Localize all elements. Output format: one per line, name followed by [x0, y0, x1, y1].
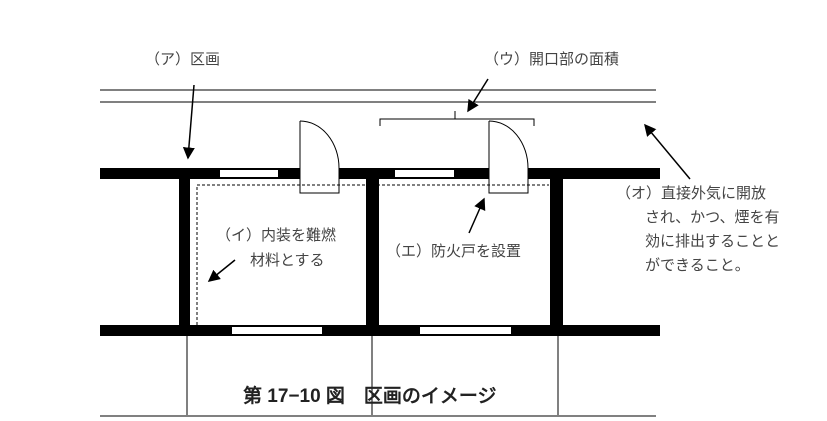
label-fire-door: （エ）防火戸を設置 [386, 242, 521, 260]
door-2-fire-door [488, 120, 529, 194]
wall-bottom [100, 325, 660, 336]
wall-right [550, 168, 563, 336]
label-opening-area: （ウ）開口部の面積 [484, 50, 619, 68]
label-open-air-line-2: され、かつ、煙を有 [645, 208, 780, 226]
arrow-e-icon [468, 197, 486, 234]
interior-finish-dashed-line [196, 184, 549, 325]
arrow-o-icon [644, 123, 691, 180]
arrow-u-icon [467, 78, 489, 113]
window-bottom-2 [420, 327, 511, 334]
wall-left [179, 168, 190, 336]
window-bottom-1 [232, 327, 322, 334]
label-open-air-line-4: ができること。 [645, 256, 750, 274]
label-open-air-line-3: 効に排出することと [645, 232, 780, 250]
window-top-1 [220, 170, 278, 177]
door-1 [299, 120, 340, 194]
wall-middle [366, 168, 379, 336]
figure-caption: 第 17−10 図 区画のイメージ [243, 384, 497, 407]
label-open-air-line-1: （オ）直接外気に開放 [616, 184, 766, 202]
window-top-2 [395, 170, 454, 177]
label-compartment: （ア）区画 [145, 50, 220, 68]
label-interior-line-2: 材料とする [250, 251, 325, 269]
arrow-i-icon [207, 259, 236, 282]
label-interior-line-1: （イ）内装を難燃 [216, 226, 336, 244]
opening-bracket [379, 111, 535, 126]
wall-top [100, 168, 660, 179]
arrow-a-icon [182, 84, 195, 160]
